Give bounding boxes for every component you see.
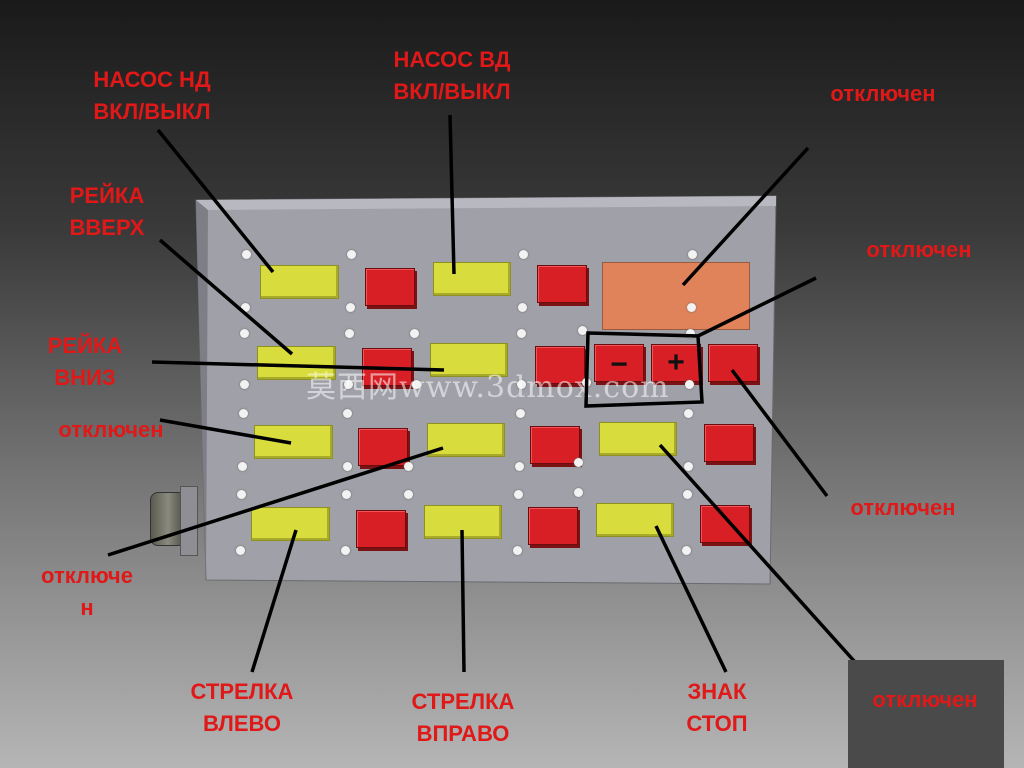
- bolt: [241, 303, 251, 312]
- red-button-r2-c2[interactable]: [535, 346, 585, 384]
- bolt: [519, 250, 528, 259]
- connector-bracket: [180, 486, 198, 556]
- bolt: [515, 409, 525, 418]
- red-button-r1-c2[interactable]: [537, 265, 587, 303]
- bolt: [578, 326, 587, 335]
- watermark: 莫西网www.3dmox.com: [306, 370, 670, 405]
- bolt: [515, 462, 524, 471]
- bolt: [687, 250, 697, 259]
- bolt: [686, 303, 696, 312]
- bolt: [683, 462, 693, 471]
- label-off-right-mid: отключен: [850, 495, 956, 520]
- bolt: [341, 490, 351, 499]
- bolt: [238, 462, 247, 471]
- bolt: [517, 329, 527, 338]
- bolt: [240, 329, 250, 338]
- red-button-r4-c1[interactable]: [356, 510, 406, 548]
- bolt: [342, 462, 352, 471]
- bolt: [681, 546, 691, 555]
- bolt: [513, 546, 523, 555]
- label-off-right-upper: отключен: [866, 237, 972, 262]
- red-button-r4-c2[interactable]: [528, 507, 578, 545]
- bolt: [340, 546, 350, 555]
- bolt: [684, 409, 694, 418]
- label-rail-down: РЕЙКА ВНИЗ: [47, 333, 123, 390]
- bolt: [685, 380, 695, 389]
- label-arrow-left: СТРЕЛКА ВЛЕВО: [190, 679, 294, 736]
- bolt: [345, 303, 355, 312]
- bolt: [404, 490, 413, 499]
- label-off-left-lower: отключе н: [41, 563, 133, 620]
- minus-glyph: −: [610, 348, 628, 381]
- bolt: [239, 380, 249, 389]
- bolt: [518, 303, 528, 312]
- label-arrow-right: СТРЕЛКА ВПРАВО: [411, 689, 515, 746]
- yellow-button-r3-c2[interactable]: [427, 423, 505, 457]
- red-button-r3-c3[interactable]: [704, 424, 754, 462]
- yellow-button-r3-c1[interactable]: [254, 425, 333, 459]
- bolt: [404, 462, 413, 471]
- bolt: [574, 488, 583, 497]
- rail-down-button[interactable]: [430, 343, 508, 377]
- bolt: [410, 329, 419, 338]
- label-rail-up: РЕЙКА ВВЕРХ: [69, 183, 145, 240]
- bolt: [682, 490, 692, 499]
- bolt: [236, 546, 246, 555]
- rail-up-button[interactable]: [257, 346, 336, 380]
- bolt: [238, 409, 248, 418]
- red-button-r2-c5[interactable]: [708, 344, 758, 382]
- corner-block: [848, 660, 1004, 768]
- bolt: [343, 409, 353, 418]
- label-off-left: отключен: [58, 417, 164, 442]
- label-off-bottom-right: отключен: [872, 687, 978, 712]
- bolt: [344, 380, 354, 389]
- stop-sign-button[interactable]: [596, 503, 674, 537]
- plus-button[interactable]: [651, 344, 701, 382]
- bolt: [514, 490, 524, 499]
- arrow-left-button[interactable]: [251, 507, 330, 541]
- bolt: [344, 329, 354, 338]
- label-pump-hp: НАСОС ВД ВКЛ/ВЫКЛ: [393, 47, 511, 104]
- bolt: [237, 490, 247, 499]
- red-button-r3-c1[interactable]: [358, 428, 408, 466]
- minus-button[interactable]: [594, 344, 644, 382]
- bolt: [516, 380, 526, 389]
- label-pump-lp: НАСОС НД ВКЛ/ВЫКЛ: [93, 67, 211, 124]
- pump-hp-button[interactable]: [433, 262, 511, 296]
- red-button-r1-c1[interactable]: [365, 268, 415, 306]
- label-off-top-right: отключен: [830, 81, 936, 106]
- label-stop-sign: ЗНАК СТОП: [686, 679, 748, 736]
- bolt: [574, 458, 583, 467]
- yellow-button-r3-c3[interactable]: [599, 422, 677, 456]
- bolt: [685, 329, 695, 338]
- bolt: [412, 380, 421, 389]
- bolt: [242, 250, 251, 259]
- plus-glyph: +: [667, 346, 685, 379]
- display-screen: [602, 262, 750, 330]
- bolt: [346, 250, 356, 259]
- red-button-r3-c2[interactable]: [530, 426, 580, 464]
